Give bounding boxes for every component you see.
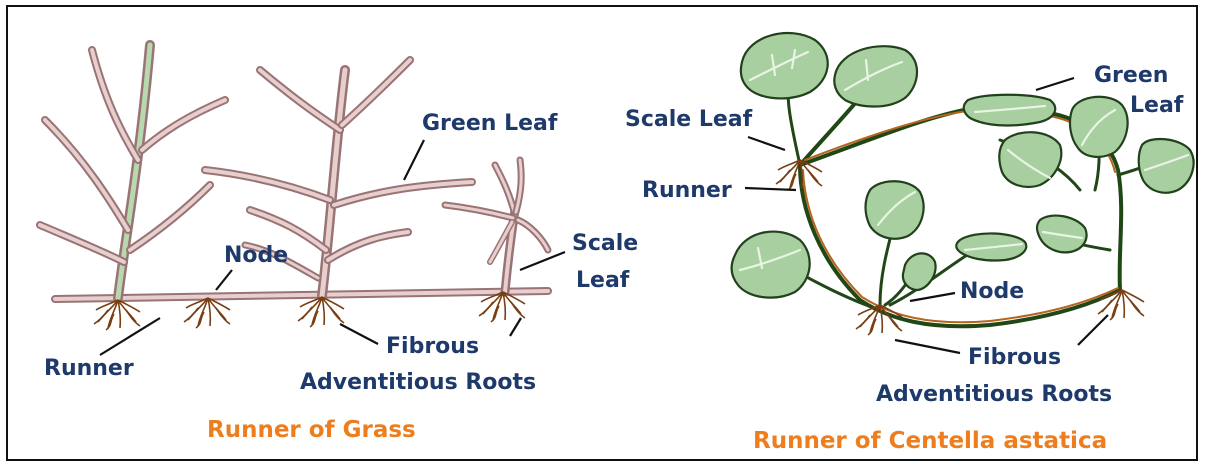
grass-plant-illustration — [40, 45, 548, 330]
pointer-scale-leaf-centella — [748, 137, 785, 150]
label-scale-leaf-centella: Scale Leaf — [625, 107, 753, 132]
label-node-grass: Node — [224, 243, 288, 268]
label-fibrous-centella: Fibrous — [968, 345, 1061, 370]
centella-leaf-5 — [999, 132, 1061, 187]
label-node-centella: Node — [960, 279, 1024, 304]
label-fibrous-grass: Fibrous — [386, 334, 479, 359]
pointer-green-leaf-centella — [1036, 78, 1074, 90]
grass-roots-2 — [184, 298, 230, 328]
centella-leaf-6 — [1139, 139, 1194, 193]
centella-leaf-2 — [834, 46, 917, 106]
caption-grass: Runner of Grass — [207, 417, 416, 443]
grass-roots-3 — [298, 297, 344, 327]
label-green-centella: Green — [1094, 63, 1168, 88]
pointer-roots-centella-2 — [1078, 315, 1108, 345]
label-leaf-grass: Leaf — [576, 268, 630, 293]
centella-leaf-8 — [956, 233, 1026, 260]
label-green-leaf-grass: Green Leaf — [422, 111, 558, 136]
label-runner-grass: Runner — [44, 356, 134, 381]
grass-roots-4 — [479, 292, 525, 322]
caption-centella: Runner of Centella astatica — [753, 428, 1107, 454]
centella-leaf-9 — [732, 232, 810, 298]
pointer-roots-grass-2 — [510, 318, 521, 336]
label-adventitious-roots-centella: Adventitious Roots — [876, 382, 1112, 407]
pointer-scale-leaf-grass — [520, 252, 565, 270]
centella-leaf-7 — [866, 181, 924, 239]
label-adventitious-roots-grass: Adventitious Roots — [300, 370, 536, 395]
pointer-node-centella — [910, 293, 955, 301]
centella-leaf-11 — [903, 253, 936, 290]
centella-leaf-3 — [964, 95, 1055, 126]
pointer-roots-grass-1 — [340, 324, 378, 344]
pointer-node-grass — [216, 270, 232, 290]
pointer-green-leaf-grass — [404, 140, 424, 180]
label-runner-centella: Runner — [642, 178, 732, 203]
label-leaf-centella: Leaf — [1130, 93, 1184, 118]
centella-roots-1 — [856, 305, 902, 335]
grass-roots-1 — [94, 300, 140, 330]
label-scale-grass: Scale — [572, 231, 638, 256]
centella-leaf-4 — [1070, 97, 1128, 157]
centella-leaf-1 — [741, 33, 828, 98]
pointer-runner-centella — [745, 188, 796, 190]
centella-leaf-10 — [1037, 216, 1087, 253]
pointer-roots-centella-1 — [895, 340, 960, 353]
grass-plant-1 — [40, 45, 225, 298]
